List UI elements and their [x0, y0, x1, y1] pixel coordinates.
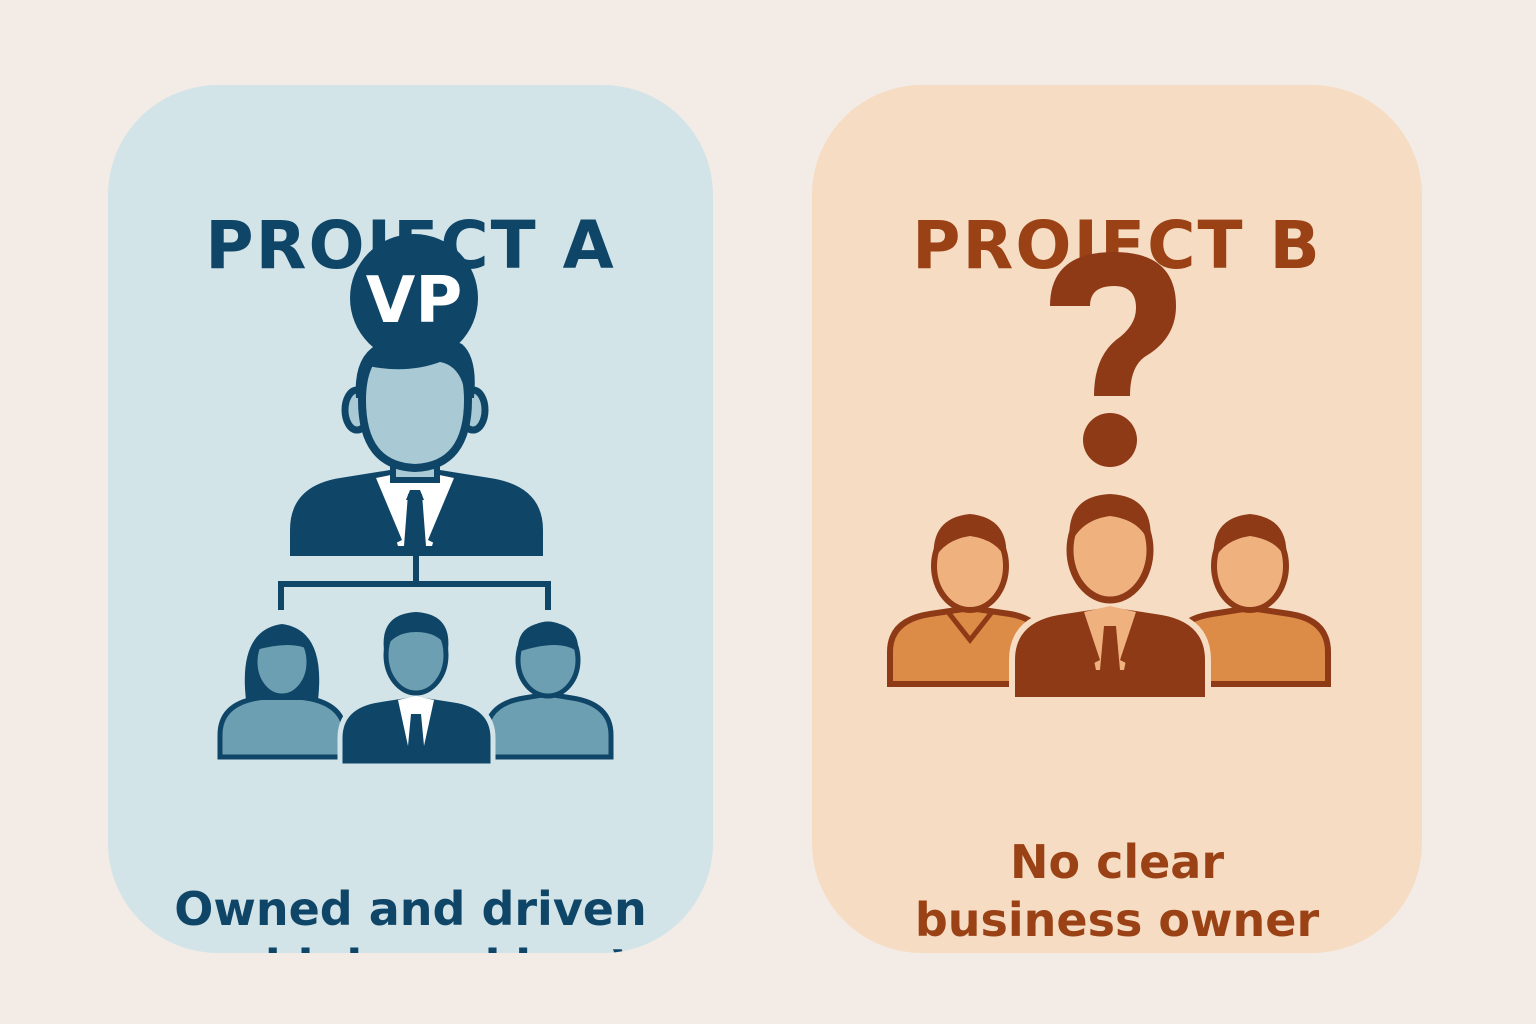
- project-b-caption-line2: business owner: [914, 893, 1320, 947]
- project-a-caption: Owned and driven by a high-ranking VP: [108, 880, 713, 953]
- project-a-caption-line2: by a high-ranking VP: [108, 938, 713, 953]
- project-a-card: PROJECT A Owned and driven by a high-ran…: [108, 85, 713, 953]
- project-a-caption-line1: Owned and driven: [174, 882, 647, 936]
- team-person-icon: [483, 621, 614, 760]
- org-connector-icon: [278, 556, 551, 610]
- project-b-caption: No clear business owner: [812, 833, 1422, 949]
- team-woman-icon: [217, 624, 348, 760]
- team-man-suit-center-icon: [1009, 494, 1211, 703]
- question-mark-icon: [1050, 252, 1176, 467]
- vp-badge-text: VP: [366, 264, 462, 338]
- team-man-suit-icon: [337, 612, 496, 769]
- vp-person-icon: [290, 335, 543, 556]
- team-person-left-icon: [887, 514, 1049, 687]
- project-b-caption-line1: No clear: [1009, 835, 1225, 889]
- vp-badge: VP: [350, 234, 478, 362]
